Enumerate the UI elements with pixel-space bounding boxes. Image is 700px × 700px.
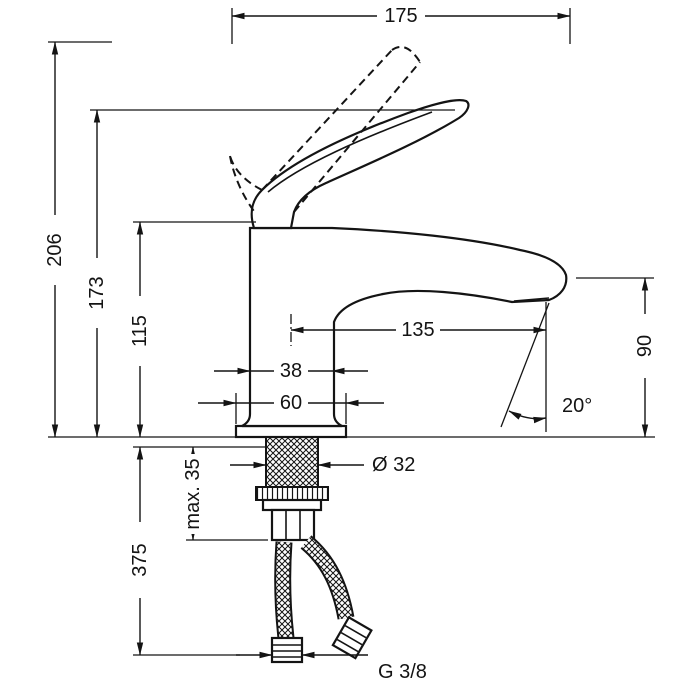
dim-height-206: 206 (44, 41, 112, 438)
dim-thread-g38: G 3/8 (236, 651, 427, 683)
faucet-body (234, 226, 568, 439)
dim-shank-dia-32: Ø 32 (230, 454, 415, 476)
dim-body-width-38: 38 (214, 360, 368, 382)
base-plate (234, 424, 348, 439)
dim-max35-label: max. 35 (182, 458, 204, 529)
dim-g38-label: G 3/8 (378, 661, 427, 683)
dim-206-label: 206 (44, 233, 66, 266)
hose-connector-right (331, 615, 373, 660)
dim-375-label: 375 (129, 543, 151, 576)
handle-ridge-line (267, 111, 433, 193)
aerator-line (513, 297, 550, 302)
mounting-shank (255, 436, 329, 542)
dim-20deg-label: 20° (562, 395, 592, 417)
dim-173-label: 173 (86, 276, 108, 309)
dim-width-175: 175 (231, 5, 571, 44)
dim-175-label: 175 (384, 5, 417, 27)
dim-38-label: 38 (280, 360, 302, 382)
dim-135-label: 135 (401, 319, 434, 341)
dim-hose-375: 375 (129, 446, 240, 656)
handle-raised-dashed (229, 46, 421, 215)
dim-angle-20: 20° (500, 302, 592, 428)
supply-hoses (270, 535, 373, 664)
hose-connector-left (270, 636, 304, 664)
counter-lines (48, 436, 655, 448)
dim-dia32-label: Ø 32 (372, 454, 415, 476)
dim-base-width-60: 60 (198, 392, 384, 424)
dim-60-label: 60 (280, 392, 302, 414)
dim-height-173: 173 (86, 109, 455, 438)
dim-max-35: max. 35 (182, 446, 268, 541)
dim-115-label: 115 (129, 315, 151, 347)
faucet-handle (250, 99, 470, 230)
dim-height-115: 115 (129, 221, 256, 438)
dim-90-label: 90 (634, 335, 656, 357)
dim-reach-135: 135 (290, 302, 547, 432)
dim-outlet-height-90: 90 (576, 277, 656, 438)
